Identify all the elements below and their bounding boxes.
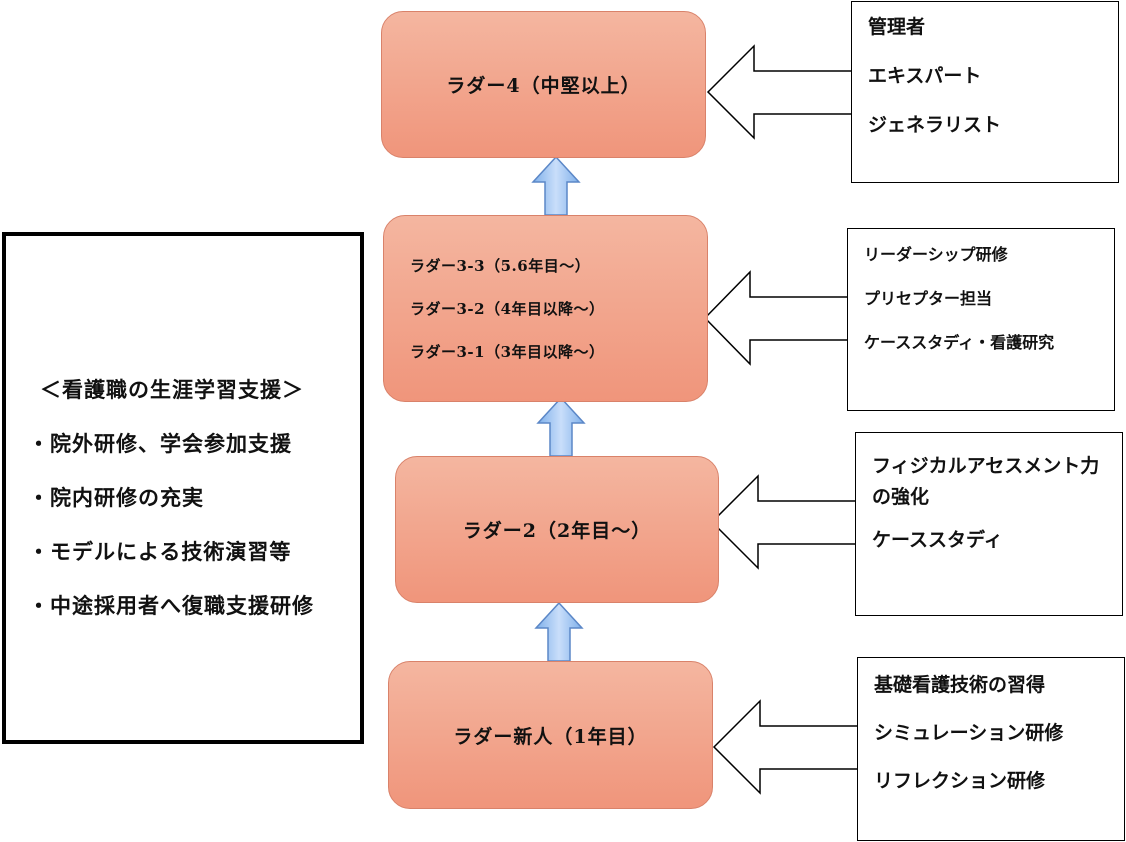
up-arrow-icon	[531, 155, 581, 216]
support-item: ・院内研修の充実	[28, 485, 204, 510]
training-item: シミュレーション研修	[874, 722, 1064, 744]
ladder-4-box: ラダー4（中堅以上）	[381, 11, 706, 158]
ladder-new-training-box: 基礎看護技術の習得 シミュレーション研修 リフレクション研修	[857, 657, 1125, 841]
training-item: ケーススタディ	[872, 529, 1003, 551]
support-panel-title: ＜看護職の生涯学習支援＞	[40, 377, 304, 402]
ladder-2-training-box: フィジカルアセスメント力の強化 ケーススタディ	[855, 432, 1123, 616]
up-arrow-icon	[534, 601, 584, 662]
ladder-2-box: ラダー2（2年目～）	[395, 456, 719, 603]
ladder-4-label: ラダー4（中堅以上）	[446, 75, 641, 97]
training-item: フィジカルアセスメント力の強化	[872, 455, 1100, 508]
training-item: プリセプター担当	[864, 289, 993, 308]
ladder-3-box: ラダー3-3（5.6年目～） ラダー3-2（4年目以降～） ラダー3-1（3年目…	[383, 215, 708, 402]
training-item: ケーススタディ・看護研究	[864, 333, 1055, 352]
left-arrow-icon	[703, 270, 849, 366]
left-arrow-icon	[710, 474, 857, 570]
training-item: リーダーシップ研修	[864, 245, 1008, 264]
left-arrow-icon	[706, 44, 853, 140]
ladder-4-roles-box: 管理者 エキスパート ジェネラリスト	[851, 1, 1119, 183]
ladder-3-2-label: ラダー3-2（4年目以降～）	[410, 300, 605, 318]
ladder-new-label: ラダー新人（1年目）	[453, 725, 648, 748]
support-item: ・院外研修、学会参加支援	[28, 431, 292, 456]
training-item: リフレクション研修	[874, 770, 1046, 792]
left-arrow-icon	[712, 699, 859, 795]
ladder-new-box: ラダー新人（1年目）	[388, 661, 713, 809]
role-item: ジェネラリスト	[868, 114, 1002, 136]
lifelong-learning-support-panel: ＜看護職の生涯学習支援＞ ・院外研修、学会参加支援 ・院内研修の充実 ・モデルに…	[2, 232, 364, 744]
ladder-2-label: ラダー2（2年目～）	[462, 520, 652, 542]
ladder-3-3-label: ラダー3-3（5.6年目～）	[410, 257, 591, 275]
role-item: エキスパート	[868, 65, 982, 87]
role-item: 管理者	[868, 16, 926, 38]
ladder-3-1-label: ラダー3-1（3年目以降～）	[410, 343, 605, 361]
support-item: ・モデルによる技術演習等	[28, 539, 292, 564]
support-item: ・中途採用者へ復職支援研修	[28, 593, 314, 618]
training-item: 基礎看護技術の習得	[874, 674, 1046, 696]
ladder-3-training-box: リーダーシップ研修 プリセプター担当 ケーススタディ・看護研究	[847, 228, 1115, 411]
up-arrow-icon	[536, 396, 586, 457]
